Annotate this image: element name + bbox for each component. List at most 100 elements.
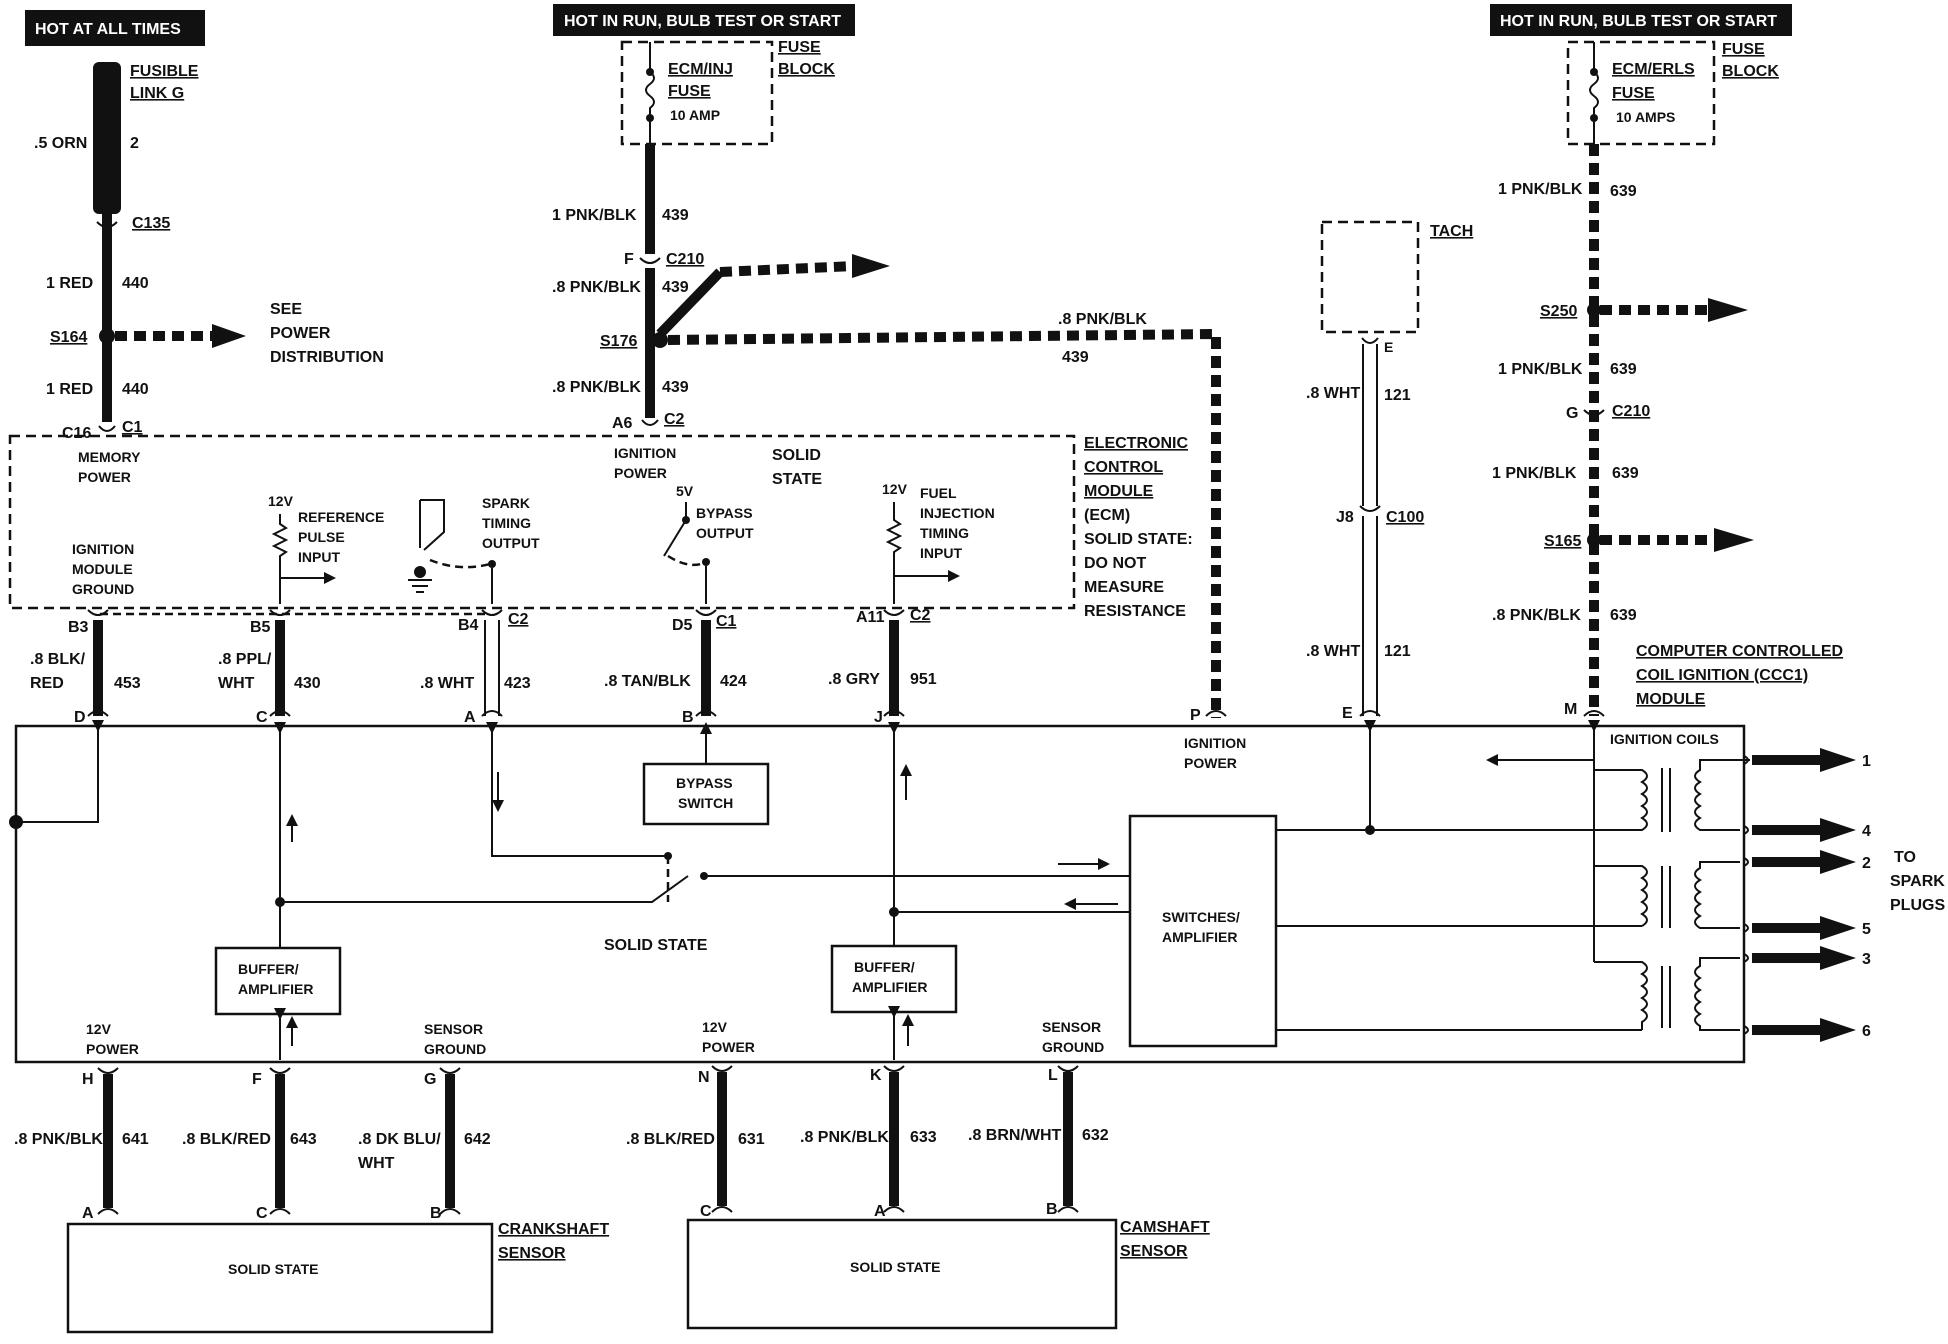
switch-contact <box>682 516 690 524</box>
connector-symbol <box>269 609 291 616</box>
bypass-output-label-2: OUTPUT <box>696 525 754 541</box>
switch-contact <box>664 852 672 860</box>
coil-core <box>1661 768 1671 832</box>
camshaft-solid-state-label: SOLID STATE <box>850 1259 940 1275</box>
fuse-block-label: FUSE <box>1722 41 1765 58</box>
memory-power-label: MEMORY <box>78 449 141 465</box>
fuse-rating: 10 AMPS <box>1616 109 1675 125</box>
to-spark-plugs-label-3: PLUGS <box>1890 897 1945 914</box>
circuit-number: 424 <box>720 673 747 690</box>
output-connector-symbol <box>1743 923 1749 933</box>
pin-label: K <box>870 1067 882 1084</box>
circuit-number: 641 <box>122 1131 149 1148</box>
wire-color-label: .8 PPL/ <box>218 651 272 668</box>
to-spark-plugs-label-2: SPARK <box>1890 873 1945 890</box>
pin-label: B <box>1046 1201 1058 1218</box>
coil-secondary-1 <box>1694 759 1750 831</box>
switch-icon <box>419 499 445 551</box>
hot-always-label: HOT AT ALL TIMES <box>35 21 181 38</box>
connector-c210-symbol <box>1583 409 1605 416</box>
fuse-name: ECM/INJ <box>668 61 733 78</box>
arrow-right-icon <box>1820 916 1856 940</box>
pin-label: E <box>1342 705 1353 722</box>
resistor-icon <box>271 514 289 604</box>
pin-label: H <box>82 1071 94 1088</box>
buffer-amplifier-label-2: AMPLIFIER <box>238 981 313 997</box>
fuel-injection-label-2: INJECTION <box>920 505 995 521</box>
coil-primary-1 <box>1524 769 1648 831</box>
ignition-module-ground-label: IGNITION <box>72 541 134 557</box>
tach-label: TACH <box>1430 223 1473 240</box>
pin-label: J8 <box>1336 509 1354 526</box>
arrow-right-icon <box>212 324 246 348</box>
connector-symbol <box>883 1206 905 1213</box>
ecm-label-6: DO NOT <box>1084 555 1146 572</box>
reference-pulse-label: REFERENCE <box>298 509 384 525</box>
wire-color-label: .8 PNK/BLK <box>1492 607 1581 624</box>
circuit-number: 643 <box>290 1131 317 1148</box>
fusible-link-label: FUSIBLE <box>130 63 199 80</box>
ignition-coils-label: IGNITION COILS <box>1610 731 1719 747</box>
power-label: 12V <box>86 1021 112 1037</box>
output-connector-symbol <box>1743 857 1749 867</box>
circuit-number: 639 <box>1610 607 1637 624</box>
splice-s176 <box>652 332 668 348</box>
coil-secondary-2 <box>1694 861 1740 929</box>
buffer-amplifier-box-2 <box>830 944 958 1014</box>
ignition-power-label-2: POWER <box>614 465 667 481</box>
connector-symbol <box>1359 710 1381 717</box>
wire-color-label: .8 PNK/BLK <box>1058 311 1147 328</box>
wire-color-label: 1 RED <box>46 381 93 398</box>
circuit-number: 430 <box>294 675 321 692</box>
pin-label: A <box>874 1203 886 1220</box>
switch-contact <box>488 560 496 568</box>
wire-color-label: .8 TAN/BLK <box>604 673 691 690</box>
fuel-injection-label: FUEL <box>920 485 957 501</box>
ground-icon <box>414 566 426 578</box>
connector-symbol <box>883 609 905 616</box>
switch-contact <box>700 872 708 880</box>
arrow-right-icon <box>1820 748 1856 772</box>
connector-symbol <box>1057 1206 1079 1213</box>
connector-symbol <box>883 1065 905 1072</box>
wire-branch <box>656 268 724 338</box>
pin-label: N <box>698 1069 710 1086</box>
ignition-module-ground-label-3: GROUND <box>72 581 134 597</box>
reference-pulse-label-3: INPUT <box>298 549 340 565</box>
circuit-number: 632 <box>1082 1127 1109 1144</box>
pin-label: F <box>624 251 634 268</box>
switches-amplifier-label-2: AMPLIFIER <box>1162 929 1237 945</box>
wire-color-label-2: WHT <box>358 1155 395 1172</box>
connector-symbol <box>269 1208 291 1215</box>
sensor-ground-label-2: GROUND <box>424 1041 486 1057</box>
connector-label: C2 <box>910 607 931 624</box>
fusible-link-label-2: LINK G <box>130 85 184 102</box>
internal-line-bypass <box>280 875 1130 903</box>
bypass-switch-label-2: SWITCH <box>678 795 733 811</box>
fuse-terminal <box>1590 114 1598 122</box>
wire-branch <box>719 261 856 277</box>
wire-color-label: 1 RED <box>46 275 93 292</box>
connector-c2-symbol <box>641 419 659 426</box>
crankshaft-sensor-box <box>66 1222 494 1334</box>
circuit-number: 639 <box>1610 183 1637 200</box>
ground-icon <box>408 579 432 593</box>
camshaft-sensor-label-2: SENSOR <box>1120 1243 1188 1260</box>
spark-plug-number: 3 <box>1862 951 1871 968</box>
connector-symbol <box>1205 710 1227 717</box>
circuit-number: 423 <box>504 675 531 692</box>
ecm-label-2: CONTROL <box>1084 459 1163 476</box>
ignition-power-ccc-label: IGNITION <box>1184 735 1246 751</box>
spark-plug-number: 2 <box>1862 855 1871 872</box>
splice-s165 <box>1587 533 1601 547</box>
connector-c135-symbol <box>96 221 118 228</box>
output-connector-symbol <box>1743 825 1749 835</box>
ecm-label-5: SOLID STATE: <box>1084 531 1193 548</box>
pin-label: D <box>74 709 86 726</box>
spark-plug-number: 6 <box>1862 1023 1871 1040</box>
fuse-block-label-2: BLOCK <box>778 61 835 78</box>
internal-line-423 <box>486 722 668 857</box>
voltage-label: 12V <box>268 493 294 509</box>
ecm-label-3: MODULE <box>1084 483 1154 500</box>
pin-label: J <box>874 709 883 726</box>
